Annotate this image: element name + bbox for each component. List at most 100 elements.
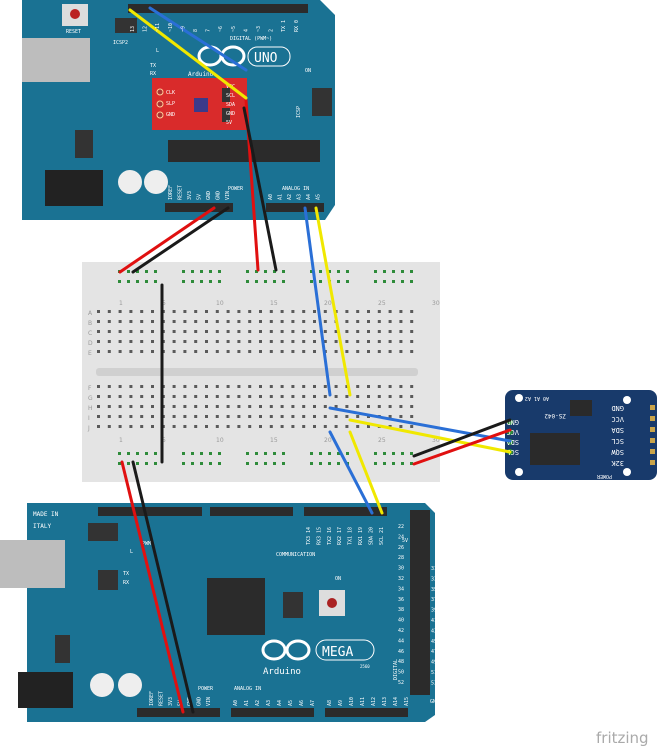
breadboard-hole[interactable] [367, 310, 370, 313]
breadboard-hole[interactable] [377, 320, 381, 323]
breadboard-hole[interactable] [151, 395, 154, 398]
breadboard-hole[interactable] [194, 350, 198, 353]
breadboard-hole[interactable] [323, 310, 327, 313]
breadboard-hole[interactable] [118, 385, 122, 388]
breadboard-hole[interactable] [291, 320, 295, 323]
breadboard-hole[interactable] [291, 340, 295, 343]
breadboard-hole[interactable] [399, 415, 403, 418]
power-rail-hole[interactable] [136, 462, 139, 465]
power-rail-hole[interactable] [218, 462, 221, 465]
breadboard-hole[interactable] [345, 405, 349, 408]
power-rail-hole[interactable] [319, 462, 322, 465]
power-rail-hole[interactable] [337, 270, 340, 273]
breadboard-hole[interactable] [129, 320, 133, 323]
breadboard-hole[interactable] [399, 320, 403, 323]
breadboard-hole[interactable] [291, 415, 295, 418]
rtc-pin[interactable] [650, 427, 655, 432]
breadboard-hole[interactable] [313, 340, 316, 343]
breadboard-hole[interactable] [388, 340, 392, 343]
breadboard-hole[interactable] [107, 350, 111, 353]
power-rail-hole[interactable] [127, 280, 130, 283]
power-rail-hole[interactable] [319, 452, 322, 455]
breadboard-hole[interactable] [183, 405, 187, 408]
power-rail-hole[interactable] [310, 280, 313, 283]
power-rail-hole[interactable] [273, 280, 276, 283]
breadboard-hole[interactable] [172, 320, 176, 323]
breadboard-hole[interactable] [226, 385, 230, 388]
breadboard-hole[interactable] [313, 320, 316, 323]
wire-uno-a5[interactable] [314, 206, 352, 397]
power-rail-hole[interactable] [209, 462, 212, 465]
power-rail-hole[interactable] [401, 462, 404, 465]
breadboard-hole[interactable] [399, 330, 403, 333]
wire-sensor-sda[interactable] [148, 6, 248, 72]
breadboard-hole[interactable] [205, 425, 208, 428]
power-rail-hole[interactable] [282, 270, 285, 273]
breadboard-hole[interactable] [151, 425, 154, 428]
breadboard-hole[interactable] [140, 330, 144, 333]
breadboard-hole[interactable] [97, 330, 100, 333]
breadboard-hole[interactable] [215, 350, 219, 353]
breadboard-hole[interactable] [183, 310, 187, 313]
breadboard-hole[interactable] [140, 310, 144, 313]
breadboard-hole[interactable] [356, 310, 360, 313]
breadboard-hole[interactable] [107, 330, 111, 333]
power-rail-hole[interactable] [310, 462, 313, 465]
breadboard-hole[interactable] [259, 385, 262, 388]
wire-mega-gnd[interactable] [131, 460, 195, 714]
power-rail-hole[interactable] [392, 280, 395, 283]
breadboard-hole[interactable] [356, 405, 360, 408]
breadboard-hole[interactable] [356, 415, 360, 418]
power-rail-hole[interactable] [218, 280, 221, 283]
power-rail-hole[interactable] [154, 452, 157, 455]
breadboard-hole[interactable] [280, 320, 284, 323]
breadboard-hole[interactable] [129, 425, 133, 428]
breadboard-hole[interactable] [194, 395, 198, 398]
breadboard-hole[interactable] [313, 405, 316, 408]
breadboard-hole[interactable] [367, 330, 370, 333]
breadboard-hole[interactable] [356, 340, 360, 343]
power-rail-hole[interactable] [310, 270, 313, 273]
breadboard-hole[interactable] [194, 415, 198, 418]
power-rail-hole[interactable] [154, 462, 157, 465]
breadboard-hole[interactable] [367, 395, 370, 398]
breadboard-hole[interactable] [377, 350, 381, 353]
breadboard-hole[interactable] [377, 385, 381, 388]
rtc-pin[interactable] [650, 449, 655, 454]
power-rail-hole[interactable] [328, 270, 331, 273]
power-rail-hole[interactable] [145, 462, 148, 465]
breadboard-hole[interactable] [237, 330, 241, 333]
power-rail-hole[interactable] [118, 280, 121, 283]
power-rail-hole[interactable] [273, 452, 276, 455]
breadboard-hole[interactable] [118, 330, 122, 333]
breadboard-hole[interactable] [388, 415, 392, 418]
breadboard-hole[interactable] [237, 350, 241, 353]
breadboard-hole[interactable] [97, 415, 100, 418]
breadboard-hole[interactable] [291, 330, 295, 333]
breadboard-hole[interactable] [269, 415, 273, 418]
breadboard-hole[interactable] [367, 320, 370, 323]
breadboard-hole[interactable] [118, 395, 122, 398]
breadboard-hole[interactable] [194, 330, 198, 333]
breadboard-hole[interactable] [129, 395, 133, 398]
wire-uno-5v[interactable] [118, 206, 216, 274]
power-rail-hole[interactable] [127, 452, 130, 455]
power-rail-hole[interactable] [337, 462, 340, 465]
wire-mega-sda[interactable] [328, 430, 374, 515]
breadboard-hole[interactable] [377, 330, 381, 333]
breadboard-hole[interactable] [259, 310, 262, 313]
breadboard-hole[interactable] [356, 330, 360, 333]
breadboard-hole[interactable] [377, 395, 381, 398]
power-rail-hole[interactable] [264, 462, 267, 465]
breadboard-hole[interactable] [183, 330, 187, 333]
breadboard-hole[interactable] [367, 405, 370, 408]
breadboard-hole[interactable] [172, 330, 176, 333]
breadboard-hole[interactable] [248, 330, 252, 333]
breadboard-hole[interactable] [313, 310, 316, 313]
breadboard-hole[interactable] [399, 385, 403, 388]
power-rail-hole[interactable] [273, 270, 276, 273]
breadboard-hole[interactable] [226, 395, 230, 398]
breadboard-hole[interactable] [248, 320, 252, 323]
breadboard-hole[interactable] [334, 330, 338, 333]
breadboard-hole[interactable] [345, 320, 349, 323]
